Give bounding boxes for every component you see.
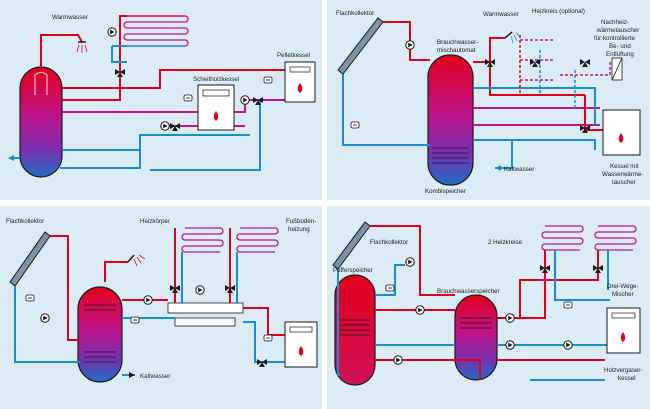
heating-circuit-coil-1 [541,225,584,251]
label-flachkollektor: Flachkollektor [336,10,374,17]
pump-icon [405,257,415,267]
combi-tank [19,66,63,178]
svg-text:Mischer: Mischer [612,291,634,298]
pump-icon [40,313,50,323]
panel-background [327,0,650,200]
label-holzvergaserkessel: Holzvergaser- kessel [604,367,643,382]
svg-text:kessel: kessel [618,375,636,382]
svg-text:Fußboden-: Fußboden- [286,218,316,225]
pipes [342,21,605,169]
gauge-icon [385,284,395,292]
label-fussbodenheizung: Fußboden- heizung [286,218,316,233]
shower-icon [127,254,146,267]
boiler [602,109,641,156]
pellet-boiler [284,61,316,103]
label-flachkollektor: Flachkollektor [6,218,44,225]
label-kaltwasser: Kaltwasser [140,373,170,380]
label-kombispeicher: Kombispeicher [425,188,466,195]
gauge-icon [25,294,35,302]
label-drei-wege-mischer: Drei-Wege- Mischer [607,283,639,298]
svg-text:Drei-Wege-: Drei-Wege- [607,283,639,290]
svg-text:tauscher: tauscher [612,179,636,186]
label-nachheiz: Nachheiz- wärmetauscher für kontrolliert… [594,19,639,58]
heat-exchanger-coil [84,304,116,363]
label-brauchwasserspeicher: Brauchwasserspeicher [437,288,500,295]
hydraulic-separator [167,302,244,314]
heat-exchanger-coil [432,147,469,164]
panel-top-left: Warmwasser Pel [0,0,322,200]
pump-icon [505,340,515,350]
manifold [174,317,236,327]
svg-text:Nachheiz-: Nachheiz- [601,19,629,26]
floor-heating-coil [236,227,279,253]
svg-text:Wasserwärme-: Wasserwärme- [602,171,643,178]
label-warmwasser: Warmwasser [52,14,88,21]
shower-icon [70,34,88,53]
inflow-arrow-icon [129,372,135,378]
combi-tank [427,54,474,186]
gauge-icon [183,94,193,102]
gauge-icon [130,316,140,324]
panel-bottom-left: Flachkollektor [0,206,322,409]
heating-circuit-coil-2 [594,225,637,251]
svg-text:Be- und: Be- und [609,43,631,50]
pump-icon [143,295,153,305]
heat-exchanger-coil [460,317,492,329]
floor-heating-coil [123,15,189,47]
optional-pipes [519,35,611,110]
svg-text:für kontrollierte: für kontrollierte [594,35,635,42]
pump-icon [505,313,515,323]
reheat-exchanger [611,57,623,81]
label-heizkoerper: Heizkörper [140,218,170,225]
svg-text:mischautomat: mischautomat [437,47,476,54]
label-flachkollektor: Flachkollektor [370,239,408,246]
gauge-icon [263,76,273,84]
heat-exchanger-coil [340,319,370,336]
svg-text:wärmetauscher: wärmetauscher [596,27,639,34]
label-kessel: Kessel mit Wasserwärme- tauscher [602,163,643,186]
panel-top-right: Flachkollektor [327,0,650,200]
log-boiler [197,84,235,131]
radiator-coil [181,227,224,253]
svg-text:Entlüftung: Entlüftung [606,51,634,58]
label-pufferspeicher: Pufferspeicher [333,267,373,274]
combi-tank [77,286,123,383]
pump-icon [160,121,170,131]
pump-icon [240,95,250,105]
svg-text:heizung: heizung [288,226,310,233]
pump-icon [405,40,415,50]
dhw-tank [454,294,498,381]
label-warmwasser: Warmwasser [483,11,519,18]
gauge-icon [263,334,273,342]
boiler [284,321,318,368]
pump-icon [107,27,117,37]
label-pelletkessel: Pelletkessel [277,52,310,59]
wood-gasifier-boiler [606,307,641,354]
label-2-heizkreise: 2 Heizkreise [488,239,523,246]
gauge-icon [563,301,573,309]
label-brauchwasser-mischautomat: Brauchwasser- mischautomat [437,39,478,54]
pump-icon [415,305,425,315]
panel-bottom-right: Flachkollektor [327,206,650,409]
shower-icon [504,31,522,44]
pump-icon [195,285,205,295]
label-scheitholzkessel: Scheitholzkessel [193,76,239,83]
svg-text:Brauchwasser-: Brauchwasser- [437,39,478,46]
inflow-arrow-icon [495,165,501,171]
inflow-arrow-icon [8,155,14,161]
svg-text:Kessel mit: Kessel mit [610,163,639,170]
gauge-icon [350,121,360,129]
label-kaltwasser: Kaltwasser [504,166,534,173]
pump-icon [393,355,403,365]
pump-icon [563,340,573,350]
label-heizkreis: Heizkreis (optional) [532,8,585,15]
svg-text:Holzvergaser-: Holzvergaser- [604,367,643,374]
